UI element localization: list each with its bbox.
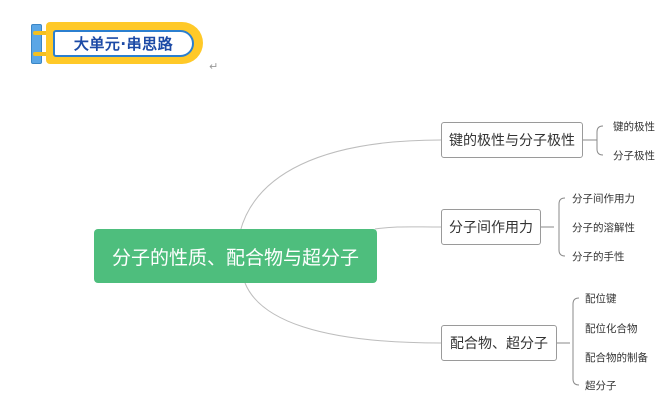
return-mark-icon: ↵ (209, 60, 219, 73)
badge-clip (33, 31, 51, 35)
root-node: 分子的性质、配合物与超分子 (94, 229, 377, 283)
connector-root-branch-2 (374, 226, 442, 230)
leaf-node: 配位键 (585, 293, 617, 305)
badge-label-box: 大单元·串思路 (53, 30, 194, 57)
branch-node-complexes: 配合物、超分子 (441, 325, 557, 361)
badge-binder (31, 24, 42, 64)
leaf-node: 分子间作用力 (572, 193, 635, 205)
leaf-node: 分子的溶解性 (572, 222, 635, 234)
leaf-node: 分子极性 (613, 150, 655, 162)
branch-node-bond-polarity: 键的极性与分子极性 (441, 122, 583, 158)
badge-clip (33, 52, 51, 56)
connector-root-branch-3 (244, 282, 442, 344)
branch-node-intermolecular-forces: 分子间作用力 (441, 209, 541, 245)
badge-title: 大单元·串思路 (73, 35, 174, 53)
title-badge: 大单元·串思路 (29, 21, 205, 67)
leaf-node: 分子的手性 (572, 251, 625, 263)
connector-root-branch-1 (239, 139, 442, 233)
bracket-branch-2 (541, 197, 566, 257)
leaf-node: 配合物的制备 (585, 352, 648, 364)
leaf-node: 超分子 (585, 380, 617, 392)
leaf-node: 配位化合物 (585, 323, 638, 335)
leaf-node: 键的极性 (613, 121, 655, 133)
bracket-branch-1 (583, 125, 604, 156)
bracket-branch-3 (557, 297, 580, 386)
